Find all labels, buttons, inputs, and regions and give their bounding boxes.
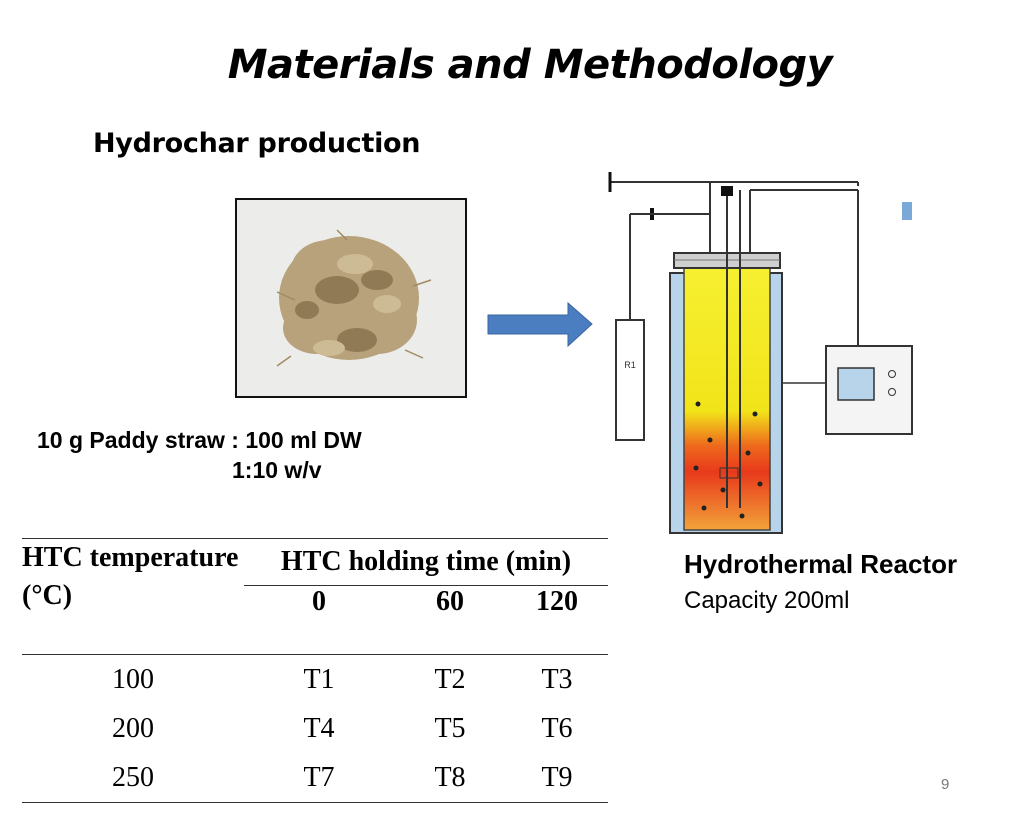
table-row: 200 T4 T5 T6 <box>22 704 608 753</box>
gauge-label: R1 <box>624 360 636 370</box>
temperature-header: HTC temperature (°C) <box>22 538 244 655</box>
paddy-straw-photo <box>235 198 467 398</box>
col-header-120: 120 <box>536 586 578 617</box>
straw-pile-image <box>237 200 465 396</box>
treatment-cell: T9 <box>541 761 573 793</box>
treatment-cell: T5 <box>434 712 466 744</box>
htc-treatment-table: HTC temperature (°C) HTC holding time (m… <box>22 538 608 803</box>
col-header-60: 60 <box>436 586 464 617</box>
ratio-line-1: 10 g Paddy straw : 100 ml DW <box>37 427 362 453</box>
treatment-cell: T6 <box>541 712 573 744</box>
col-header-0: 0 <box>312 586 326 617</box>
page-title: Materials and Methodology <box>227 42 833 88</box>
temp-cell: 200 <box>112 712 154 744</box>
temp-cell: 100 <box>112 663 154 695</box>
section-subtitle: Hydrochar production <box>93 128 421 159</box>
treatment-cell: T1 <box>303 663 335 695</box>
temp-cell: 250 <box>112 761 154 793</box>
treatment-cell: T2 <box>434 663 466 695</box>
treatment-cell: T7 <box>303 761 335 793</box>
treatment-cell: T8 <box>434 761 466 793</box>
hydrothermal-reactor-diagram: R1 <box>608 172 913 534</box>
table-row: 100 T1 T2 T3 <box>22 655 608 705</box>
table-row: 250 T7 T8 T9 <box>22 753 608 803</box>
table-subheader-row: 0 60 120 <box>22 586 608 655</box>
page-number: 9 <box>941 776 950 793</box>
ratio-caption: 10 g Paddy straw : 100 ml DW 1:10 w/v <box>37 425 427 485</box>
table-header-row: HTC temperature (°C) HTC holding time (m… <box>22 538 608 655</box>
treatment-cell: T4 <box>303 712 335 744</box>
treatment-cell: T3 <box>541 663 573 695</box>
reactor-capacity: Capacity 200ml <box>684 587 850 614</box>
right-arrow-icon <box>487 301 593 348</box>
reactor-title: Hydrothermal Reactor <box>684 549 958 579</box>
ratio-line-2: 1:10 w/v <box>232 457 322 483</box>
holding-time-header: HTC holding time (min) <box>244 538 608 586</box>
